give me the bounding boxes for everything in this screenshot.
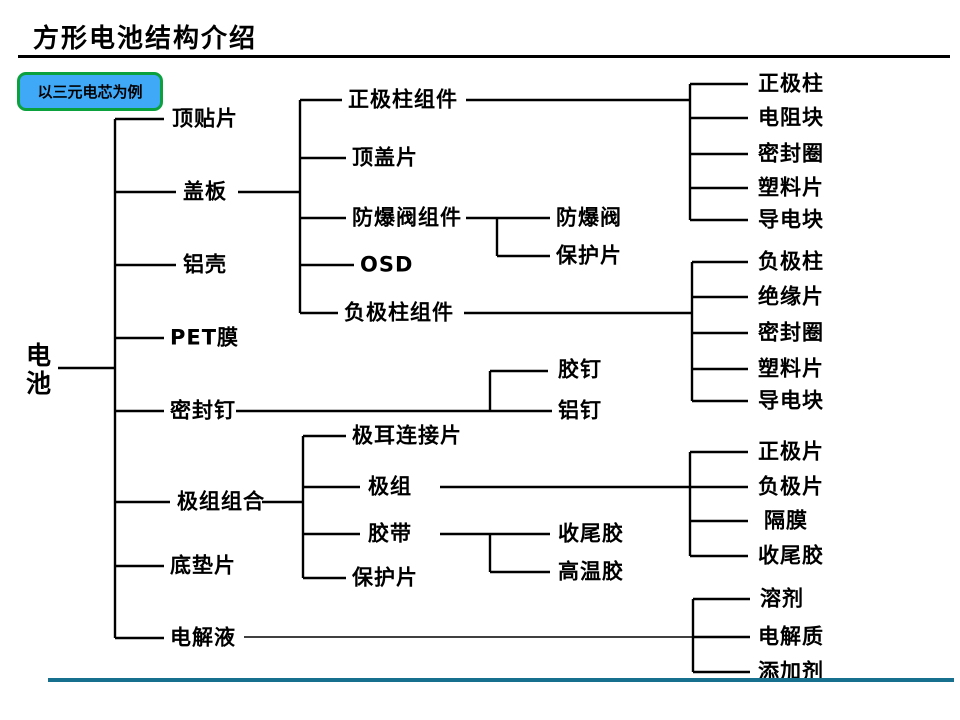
connector-pos-pole-bracket <box>688 82 748 222</box>
node-tab-connector: 极耳连接片 <box>352 423 462 448</box>
node-jellyroll-assembly: 极组组合 <box>177 489 265 514</box>
node-top-cover-piece: 顶盖片 <box>352 145 418 170</box>
node-neg-pole: 负极柱 <box>758 249 824 274</box>
node-electrolyte-salt: 电解质 <box>758 624 824 649</box>
connector-jellyroll-bracket <box>688 450 748 558</box>
node-resistor-block: 电阻块 <box>758 105 824 130</box>
node-pos-conductive-block: 导电块 <box>758 207 824 232</box>
node-vent: 防爆阀 <box>556 205 622 230</box>
node-insulation-piece: 绝缘片 <box>758 284 824 309</box>
node-pos-pole: 正极柱 <box>758 71 824 96</box>
node-battery: 电池 <box>26 341 52 398</box>
node-additive: 添加剂 <box>758 659 824 684</box>
node-neg-conductive-block: 导电块 <box>758 388 824 413</box>
connector-jellyroll-subtree <box>262 434 690 580</box>
node-tape: 胶带 <box>368 521 412 546</box>
node-vent-protect-piece: 保护片 <box>556 243 622 268</box>
node-seal-nail: 密封钉 <box>170 398 236 423</box>
node-pos-seal-ring: 密封圈 <box>758 141 824 166</box>
node-jellyroll-finish-tape: 收尾胶 <box>758 543 824 568</box>
node-aluminum-nail: 铝钉 <box>558 398 602 423</box>
bottom-divider <box>48 678 954 682</box>
connector-electrolyte-bracket <box>691 597 750 674</box>
node-neg-plastic-piece: 塑料片 <box>758 356 824 381</box>
connector-trunk <box>58 117 176 640</box>
connector-cover-subtree <box>238 98 692 315</box>
node-neg-pole-assembly: 负极柱组件 <box>344 300 454 325</box>
page-title: 方形电池结构介绍 <box>33 24 258 54</box>
connector-seal-nail-subtree <box>236 369 552 413</box>
connector-neg-pole-bracket <box>690 260 748 403</box>
node-pos-sheet: 正极片 <box>758 439 824 464</box>
node-cover-plate: 盖板 <box>183 179 227 204</box>
node-glue-nail: 胶钉 <box>558 357 602 382</box>
node-vent-assembly: 防爆阀组件 <box>352 205 462 230</box>
title-underline <box>18 55 950 58</box>
node-pet-film: PET膜 <box>170 325 240 350</box>
node-high-temp-tape: 高温胶 <box>558 559 624 584</box>
node-separator: 隔膜 <box>764 508 808 533</box>
node-jellyroll-protect-piece: 保护片 <box>352 565 418 590</box>
node-osd: OSD <box>360 252 414 277</box>
node-neg-seal-ring: 密封圈 <box>758 320 824 345</box>
node-solvent: 溶剂 <box>760 586 804 611</box>
node-bottom-pad: 底垫片 <box>170 553 236 578</box>
node-neg-sheet: 负极片 <box>758 474 824 499</box>
node-pos-plastic-piece: 塑料片 <box>758 175 824 200</box>
example-badge: 以三元电芯为例 <box>17 72 163 111</box>
node-jellyroll: 极组 <box>368 474 412 499</box>
node-aluminum-shell: 铝壳 <box>183 252 227 277</box>
node-pos-pole-assembly: 正极柱组件 <box>348 87 458 112</box>
node-electrolyte: 电解液 <box>170 625 236 650</box>
node-top-patch: 顶贴片 <box>172 106 238 131</box>
node-finish-tape: 收尾胶 <box>558 521 624 546</box>
